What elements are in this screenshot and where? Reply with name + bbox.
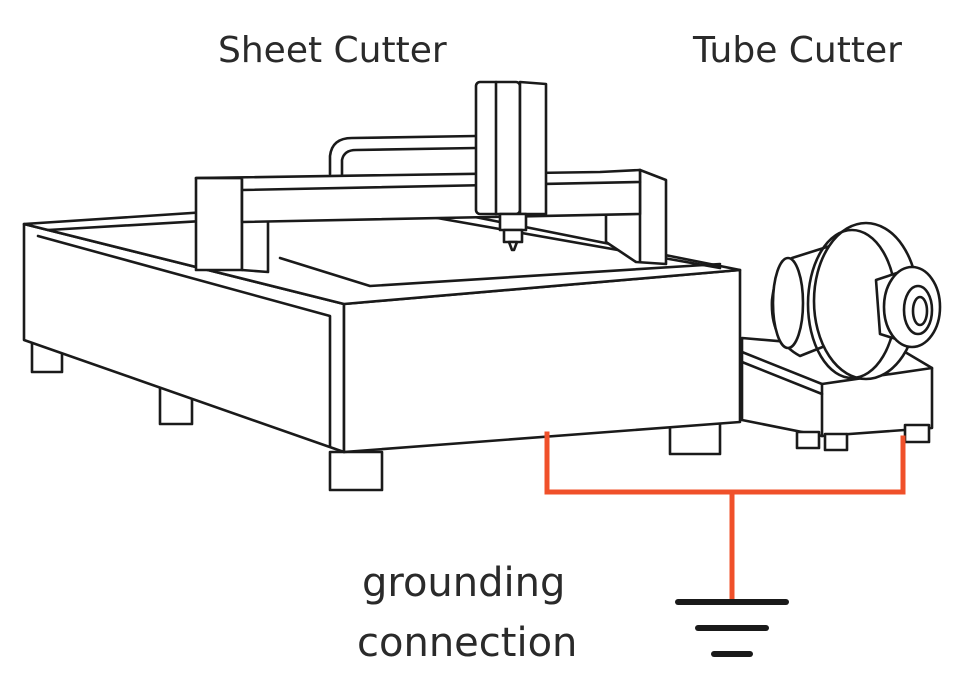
tube-cutter-foot	[903, 423, 931, 444]
gantry-beam	[194, 168, 642, 224]
tube-cutter-foot	[823, 432, 849, 452]
ground-symbol	[675, 599, 789, 657]
cable-arm	[328, 134, 478, 176]
tube-cutter-rear-cap	[771, 256, 805, 350]
sheet-cutter-machine	[22, 80, 742, 492]
cutting-head-nozzle-mount	[498, 212, 528, 232]
tube-cutter-label: Tube Cutter	[693, 30, 902, 71]
cutting-head-nozzle	[502, 228, 524, 244]
cutting-head	[474, 80, 522, 216]
grounding-label-line2: connection	[357, 620, 578, 666]
sheet-cutter-label: Sheet Cutter	[218, 30, 447, 71]
grounding-label-line1: grounding	[362, 560, 566, 606]
gantry-left-upright	[194, 176, 244, 272]
grounding-wire	[544, 431, 906, 603]
tube-cutter-foot	[795, 430, 821, 450]
sheet-cutter-foot	[328, 450, 384, 492]
tube-cutter-machine	[740, 221, 942, 452]
cutting-head-tip	[507, 240, 519, 252]
